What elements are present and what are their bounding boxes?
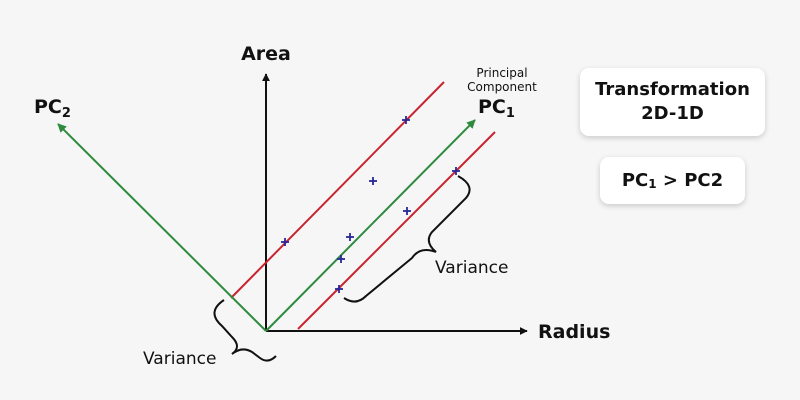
transformation-card: Transformation 2D-1D xyxy=(580,68,765,136)
variance-brace-right xyxy=(343,175,471,303)
data-point xyxy=(369,177,377,185)
pc2-arrow xyxy=(57,123,267,332)
pc2-label-sub: 2 xyxy=(62,106,71,121)
comparison-pc: PC xyxy=(621,170,649,191)
variance-brace-left xyxy=(213,299,277,362)
data-point xyxy=(346,233,354,241)
pc1-arrow xyxy=(265,119,476,332)
data-point xyxy=(402,116,410,124)
data-points xyxy=(281,116,460,293)
data-point xyxy=(452,167,460,175)
variance-right-label: Variance xyxy=(435,258,508,278)
pc1-label: PC1 xyxy=(478,96,515,121)
transformation-card-subtitle: 2D-1D xyxy=(641,103,704,124)
variance-left-label: Variance xyxy=(143,349,216,369)
comparison-rest: > PC2 xyxy=(656,170,724,191)
transformation-card-title: Transformation xyxy=(595,79,750,100)
x-axis-label: Radius xyxy=(538,321,610,343)
comparison-pc-sub: 1 xyxy=(648,177,657,191)
data-point xyxy=(403,207,411,215)
pc2-label-main: PC xyxy=(34,96,62,118)
pc1-label-main: PC xyxy=(478,96,506,118)
pc1-caption-line2: Component xyxy=(467,80,537,94)
data-point xyxy=(337,255,345,263)
pc2-label: PC2 xyxy=(34,96,71,121)
comparison-card: PC1 > PC2 xyxy=(600,157,745,204)
data-point xyxy=(281,238,289,246)
y-axis-label: Area xyxy=(241,43,291,65)
pc1-caption-line1: Principal xyxy=(476,66,527,80)
lower-bound-line xyxy=(297,131,496,330)
data-point xyxy=(335,285,343,293)
upper-bound-line xyxy=(230,81,445,299)
pc1-label-sub: 1 xyxy=(506,106,515,121)
